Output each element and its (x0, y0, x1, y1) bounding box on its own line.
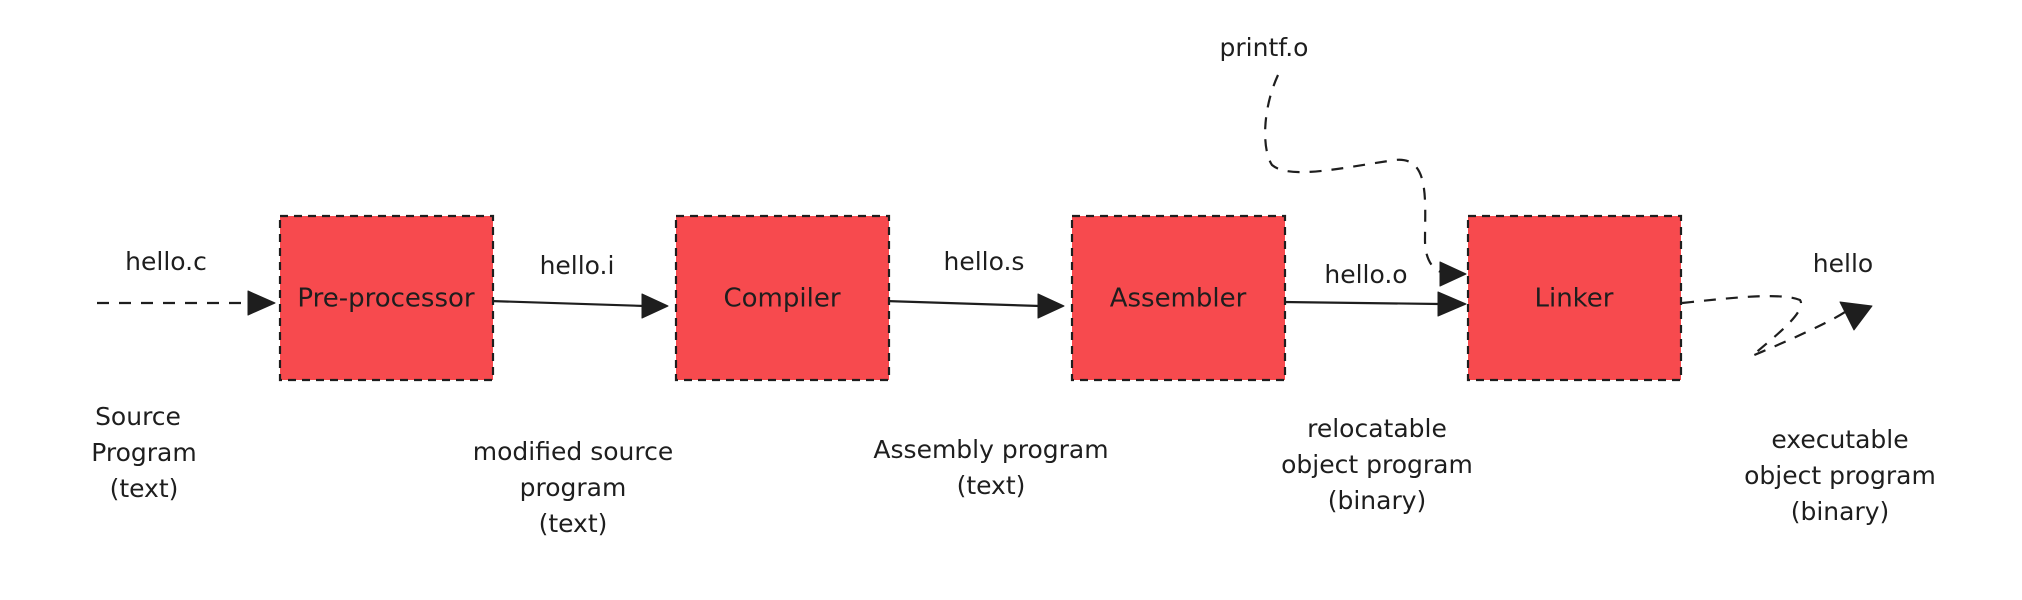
file-label-printf-o: printf.o (1220, 33, 1309, 62)
stage-assembler: Assembler (1070, 214, 1287, 382)
file-label-hello-c: hello.c (125, 247, 207, 276)
desc-line: (text) (110, 474, 179, 503)
desc-line: object program (1744, 461, 1936, 490)
stage-label: Linker (1534, 284, 1613, 314)
desc-relocatable-object-program: relocatable object program (binary) (1281, 414, 1473, 515)
arrowhead-compiler-in (641, 293, 669, 319)
desc-line: Program (91, 438, 196, 467)
edge-preprocessor-to-compiler (489, 299, 646, 308)
desc-line: Assembly program (873, 435, 1108, 464)
file-label-hello-s: hello.s (944, 247, 1025, 276)
desc-executable-object-program: executable object program (binary) (1744, 425, 1936, 526)
edge-linker-to-hello (1681, 295, 1846, 358)
desc-line: (binary) (1791, 497, 1890, 526)
file-label-hello-o: hello.o (1324, 260, 1407, 289)
desc-modified-source-program: modified source program (text) (473, 437, 673, 538)
arrowhead-preprocessor-in (247, 290, 276, 316)
stage-box (1070, 214, 1287, 382)
stage-box (674, 214, 891, 382)
desc-line: (text) (539, 509, 608, 538)
file-label-hello: hello (1813, 249, 1873, 278)
desc-line: executable (1771, 425, 1908, 454)
stage-linker: Linker (1466, 214, 1683, 382)
edge-printf-to-linker (1264, 74, 1446, 275)
desc-source-program: Source Program (text) (91, 402, 196, 503)
desc-assembly-program: Assembly program (text) (873, 435, 1108, 500)
arrowhead-linker-in-main (1437, 291, 1467, 317)
stage-label: Compiler (723, 284, 840, 314)
stage-label: Pre-processor (297, 284, 475, 314)
arrowhead-linker-in-printf (1439, 261, 1467, 287)
desc-line: program (520, 473, 627, 502)
arrowhead-hello-out (1839, 301, 1873, 331)
edge-assembler-to-linker (1282, 300, 1441, 306)
desc-line: Source (95, 402, 181, 431)
arrowhead-assembler-in (1037, 293, 1065, 319)
stage-box (1466, 214, 1683, 382)
desc-line: relocatable (1307, 414, 1447, 443)
desc-line: (binary) (1328, 486, 1427, 515)
stage-compiler: Compiler (674, 214, 891, 382)
stage-label: Assembler (1110, 284, 1247, 314)
desc-line: object program (1281, 450, 1473, 479)
stage-preprocessor: Pre-processor (278, 214, 495, 382)
stage-box (278, 214, 495, 382)
desc-line: (text) (957, 471, 1026, 500)
file-label-hello-i: hello.i (540, 251, 615, 280)
edge-compiler-to-assembler (884, 299, 1041, 308)
desc-line: modified source (473, 437, 673, 466)
